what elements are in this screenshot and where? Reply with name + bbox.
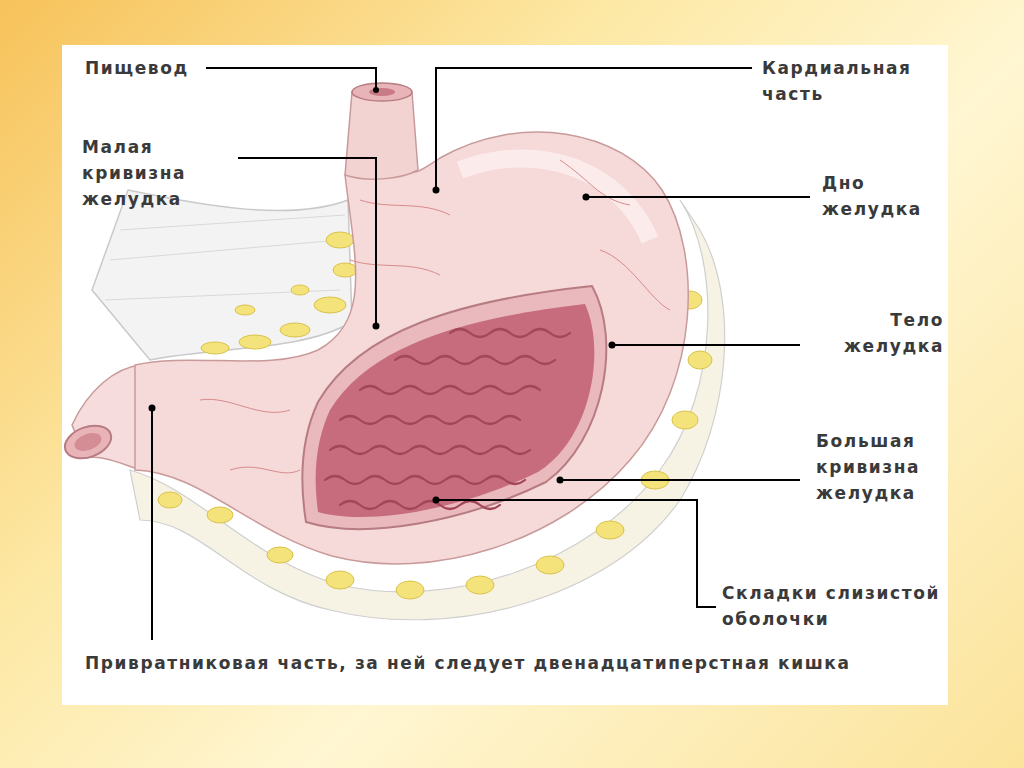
part-label: Тело желудка: [808, 307, 944, 359]
part-label: Кардиальная часть: [762, 55, 942, 107]
part-label: Пищевод: [85, 55, 285, 81]
part-label: Малая кривизна желудка: [82, 134, 237, 212]
part-label: Складки слизистой оболочки: [722, 580, 1002, 632]
part-label: Большая кривизна желудка: [816, 428, 944, 506]
part-label: Привратниковая часть, за ней следует две…: [85, 650, 885, 676]
part-label: Дно желудка: [822, 170, 944, 222]
